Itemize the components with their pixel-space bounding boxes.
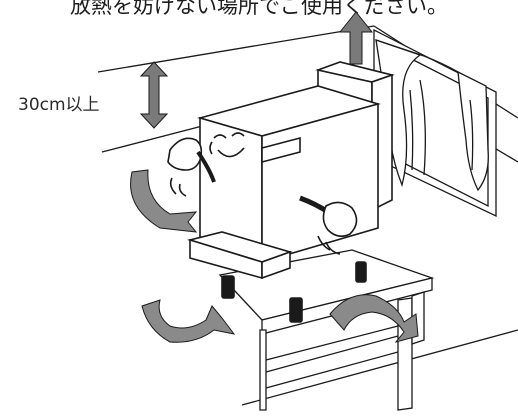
double-arrow-icon [141, 62, 167, 128]
up-arrow-icon [340, 12, 372, 64]
